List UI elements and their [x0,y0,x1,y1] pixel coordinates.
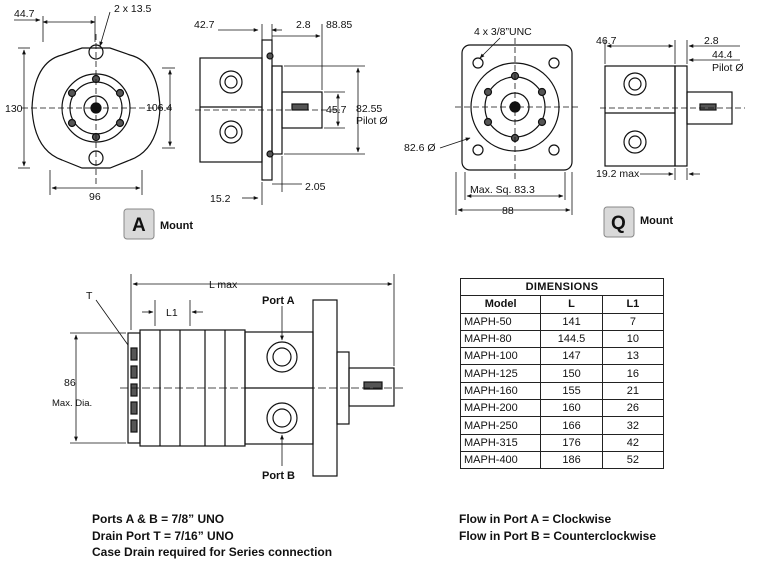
cell-l1: 10 [601,329,665,349]
cell-l1: 13 [601,347,665,366]
mount-a-front-view [22,34,172,185]
dim-2-8-q: 2.8 [704,35,719,47]
cell-l: 141 [540,312,603,331]
mount-a-front-dims [14,11,175,195]
table-header-l: L [540,295,603,314]
table-title: DIMENSIONS [460,277,664,297]
cell-l1: 21 [601,381,665,401]
cell-l: 150 [540,364,603,383]
dim-l-max: L max [209,279,238,291]
note-drain-port: Drain Port T = 7/16” UNO [92,528,234,543]
mount-a-badge: A [123,208,155,240]
mount-a-caption: Mount [160,220,193,232]
dim-130: 130 [5,103,23,115]
dim-82-55: 82.55 [356,103,382,115]
cell-l1: 42 [601,433,665,452]
cell-l: 144.5 [540,329,603,349]
flow-notes: Flow in Port A = Clockwise Flow in Port … [459,511,656,544]
cell-model: MAPH-400 [459,450,542,470]
svg-text:A: A [132,215,146,236]
dim-82-6: 82.6 Ø [404,142,436,154]
dim-45-7: 45.7 [326,104,347,116]
cell-l1: 16 [601,364,665,383]
mount-a-side-dims [218,24,365,205]
drain-port-t-label: T [86,290,93,302]
mount-q-badge: Q [603,206,635,238]
dim-42-7: 42.7 [194,19,215,31]
dim-holes-4x3-8unc: 4 x 3/8”UNC [474,26,532,38]
dim-44-4: 44.4 [712,49,733,61]
mount-q-front-dims [439,37,573,215]
cell-model: MAPH-160 [459,381,542,401]
cell-l: 160 [540,399,603,418]
svg-text:Q: Q [611,213,626,234]
cell-l1: 32 [601,416,665,435]
mount-q-front-view [455,38,580,180]
cell-model: MAPH-80 [459,329,542,349]
mount-q-side-view [600,65,745,167]
dim-96: 96 [89,191,101,203]
note-case-drain: Case Drain required for Series connectio… [92,545,333,559]
cell-l1: 26 [601,399,665,418]
motor-side-dims [70,274,395,466]
note-flow-port-a: Flow in Port A = Clockwise [459,512,612,526]
cell-model: MAPH-250 [459,416,542,435]
cell-l: 176 [540,433,603,452]
cell-l: 166 [540,416,603,435]
dim-106-4: 106.4 [146,102,172,114]
cell-l1: 52 [601,450,665,470]
dim-88-85: 88.85 [326,19,352,31]
dim-44-7: 44.7 [14,8,35,20]
cell-l: 147 [540,347,603,366]
dim-2-05: 2.05 [305,181,326,193]
table-header-l1: L1 [601,295,665,314]
cell-model: MAPH-50 [459,312,542,331]
motor-side-view [120,299,405,477]
mount-q-side-dims [604,40,740,180]
dim-15-2: 15.2 [210,193,231,205]
cell-model: MAPH-200 [459,399,542,418]
cell-model: MAPH-315 [459,433,542,452]
dim-86: 86 [64,377,76,389]
port-notes: Ports A & B = 7/8” UNO Drain Port T = 7/… [92,511,332,561]
note-flow-port-b: Flow in Port B = Counterclockwise [459,528,657,543]
note-ports-a-b: Ports A & B = 7/8” UNO [92,512,225,526]
cell-l1: 7 [601,312,665,331]
pilot-label-q: Pilot Ø [712,62,744,74]
cell-model: MAPH-125 [459,364,542,383]
dim-19-2-max: 19.2 max [596,168,640,180]
mount-a-side-view [195,39,340,181]
dim-max-sq-83-3: Max. Sq. 83.3 [470,184,535,196]
port-a-label: Port A [262,295,295,307]
dim-46-7: 46.7 [596,35,617,47]
dim-l1: L1 [166,307,178,319]
dim-holes-2x13-5: 2 x 13.5 [114,3,152,15]
max-dia-label: Max. Dia. [52,398,92,409]
cell-model: MAPH-100 [459,347,542,366]
dim-2-8: 2.8 [296,19,311,31]
cell-l: 186 [540,450,603,470]
cell-l: 155 [540,381,603,401]
pilot-label-a: Pilot Ø [356,115,388,127]
table-header-model: Model [459,295,542,314]
port-b-label: Port B [262,470,295,482]
dim-88: 88 [502,205,514,217]
mount-q-caption: Mount [640,215,673,227]
